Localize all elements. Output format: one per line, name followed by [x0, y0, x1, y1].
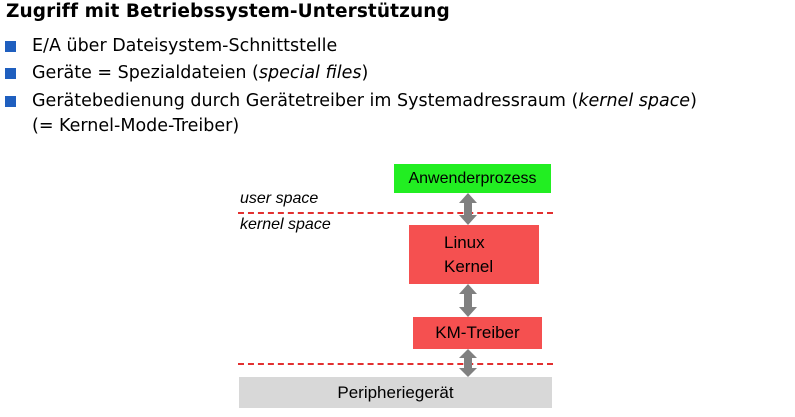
bullet-continuation: (= Kernel-Mode-Treiber)	[32, 116, 240, 136]
arrow-app-kernel-icon	[459, 193, 477, 225]
box-peripheriegeraet: Peripheriegerät	[239, 377, 552, 408]
box-km-treiber-label: KM-Treiber	[435, 323, 520, 342]
box-anwenderprozess-label: Anwenderprozess	[408, 169, 537, 187]
bullet-square-icon	[5, 41, 16, 52]
box-peripheriegeraet-label: Peripheriegerät	[337, 382, 454, 402]
box-linux-kernel-line1: Linux	[444, 232, 485, 252]
bullet-text: Gerätebedienung durch Gerätetreiber im S…	[32, 91, 697, 111]
bullet-text: Geräte = Spezialdateien (special files)	[32, 63, 369, 83]
user-kernel-separator	[238, 212, 553, 214]
kernel-hardware-separator	[238, 363, 553, 365]
user-space-label: user space	[240, 190, 319, 207]
bullet-square-icon	[5, 68, 16, 79]
slide-title: Zugriff mit Betriebssystem-Unterstützung	[6, 1, 450, 22]
box-anwenderprozess: Anwenderprozess	[394, 164, 551, 193]
bullet-text: E/A über Dateisystem-Schnittstelle	[32, 36, 338, 56]
kernel-space-label: kernel space	[240, 216, 331, 233]
arrow-driver-device-icon	[459, 349, 477, 377]
arrow-kernel-driver-icon	[459, 284, 477, 317]
bullet-square-icon	[5, 96, 16, 107]
box-km-treiber: KM-Treiber	[413, 317, 542, 349]
box-linux-kernel-line2: Kernel	[444, 256, 494, 276]
box-linux-kernel: Linux Kernel	[409, 225, 539, 284]
